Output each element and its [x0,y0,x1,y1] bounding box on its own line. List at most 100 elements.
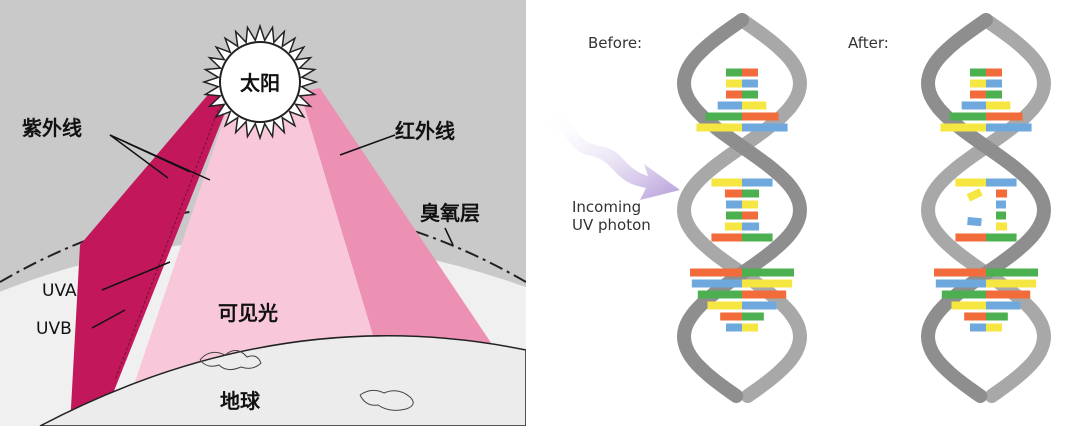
dna-base [951,301,986,310]
dna-base [986,101,1011,110]
uv-photon-arrow [544,112,680,200]
dna-base [742,123,788,132]
dna-base [970,68,986,77]
sun-label: 太阳 [240,71,280,95]
dna-base [742,189,760,198]
dna-base [742,312,764,321]
uv-band [70,90,232,426]
dna-base [742,200,758,209]
dna-base [996,222,1008,231]
dna-base [986,268,1038,277]
left-diagram: 太阳 紫外线 红外线 臭氧层 UVA UVB 可见光 地球 [0,0,526,426]
continent-outline [199,350,262,371]
dna-base [941,290,986,299]
dna-base [726,323,742,332]
uv-leader-line [109,134,169,179]
dna-base [696,123,742,132]
dna-base [726,68,742,77]
dna-base [955,178,986,187]
dna-base [720,312,742,321]
dna-base [742,279,793,288]
dna-base-damaged [967,216,982,227]
dna-base [726,90,742,99]
dna-base [707,301,742,310]
dna-base [726,211,742,220]
dna-base [986,79,1002,88]
dna-base-damaged [966,188,983,202]
dna-base [996,189,1008,198]
dna-base [742,90,758,99]
uvb-leader-line [91,309,126,329]
photon-label-line2: UV photon [572,216,651,234]
visible-light-label: 可见光 [218,301,278,325]
dna-base [970,323,986,332]
dna-base [949,112,986,121]
dna-base [986,312,1008,321]
right-diagram: Before: After: Incoming UV photon [544,13,1052,403]
dna-base [697,290,742,299]
dna-base [690,268,742,277]
dna-base [742,301,777,310]
dna-base [742,323,758,332]
dna-base [986,123,1032,132]
dna-backbone [920,13,1051,403]
dna-base [742,68,758,77]
after-label: After: [848,34,889,52]
uva-leader-line [101,261,171,291]
dna-base [742,233,773,242]
dna-base [970,79,986,88]
dna-base [724,222,742,231]
dna-after [920,13,1052,403]
dna-base [711,178,742,187]
dna-base [996,211,1006,220]
dna-base [742,112,779,121]
earth [39,335,526,426]
uv-label: 紫外线 [22,116,82,140]
dna-base [742,290,787,299]
continent-outline [359,389,414,411]
dna-base [742,101,767,110]
dna-base [986,233,1017,242]
dna-base [742,211,758,220]
before-label: Before: [588,34,642,52]
dna-base [986,68,1002,77]
dna-base [717,101,742,110]
earth-label: 地球 [220,389,261,413]
dna-base [742,268,794,277]
dna-backbone [677,13,808,403]
ir-label: 红外线 [395,119,455,143]
ozone-label: 臭氧层 [420,201,480,225]
dna-base [724,189,742,198]
dna-base [986,112,1023,121]
dna-backbone [676,13,807,403]
dna-base [986,323,1002,332]
dna-base [970,90,986,99]
dna-base [935,279,986,288]
uv-leader-line [109,134,211,181]
dna-base [742,178,773,187]
dna-base [691,279,742,288]
photon-label-line1: Incoming [572,198,641,216]
dna-base [940,123,986,132]
dna-base [964,312,986,321]
dna-base [742,79,758,88]
dna-base [711,233,742,242]
dna-base [986,290,1031,299]
dna-base [986,301,1021,310]
dna-base [961,101,986,110]
dna-base [742,222,760,231]
dna-before [676,13,808,403]
dna-base [986,90,1002,99]
dna-base [705,112,742,121]
sun [201,23,319,141]
dna-base [986,178,1017,187]
uvb-label: UVB [36,319,72,339]
ir-leader-line [339,134,396,156]
dna-base [726,79,742,88]
dna-backbone [921,13,1052,403]
uva-label: UVA [42,281,77,301]
dna-base [996,200,1006,209]
dna-base [934,268,986,277]
